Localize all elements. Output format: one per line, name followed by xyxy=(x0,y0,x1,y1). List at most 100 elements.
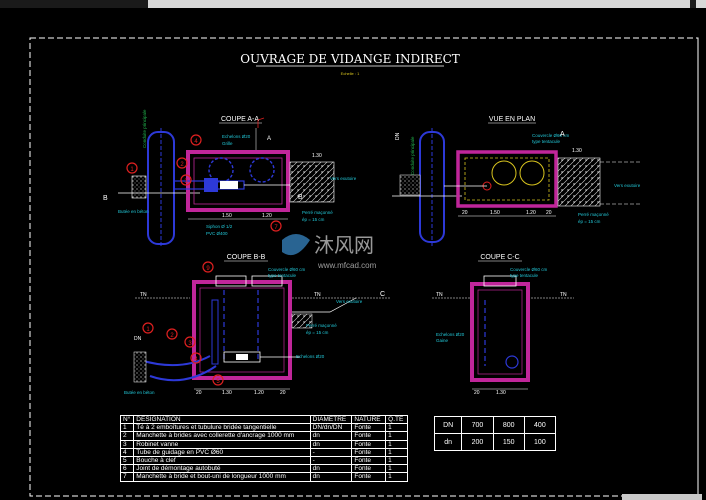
dim-20-plan: 20 xyxy=(462,210,468,216)
legend-cell: Manchette à bride et bout-uni de longueu… xyxy=(133,472,311,482)
cover-frame-bb-2 xyxy=(251,275,283,287)
marker-a-aa: A xyxy=(267,136,271,142)
dim-120-plan: 1.20 xyxy=(526,210,536,216)
label-ep-aa: ép = 15 cm xyxy=(302,217,325,222)
legend-header-designation: DESIGNATION xyxy=(133,414,311,425)
dim-130-plan: 1.30 xyxy=(572,148,582,154)
status-strip xyxy=(622,494,702,500)
label-gaine-cc: Gaine xyxy=(436,338,449,343)
cover-frame-bb-1 xyxy=(215,275,247,287)
callout-1-bb xyxy=(142,322,154,334)
dim-20c-bb: 20 xyxy=(196,390,202,396)
label-couvercle-plan: Couvercle Ø60 cm xyxy=(532,133,570,138)
callout-2-bb xyxy=(166,328,178,340)
dim-20b-plan: 20 xyxy=(546,210,552,216)
elbow-pipe-bb-2 xyxy=(149,365,217,382)
legend-cell: 1 xyxy=(119,423,135,433)
section-title-coupe-aa: COUPE A-A xyxy=(221,116,259,123)
callout-5-bb xyxy=(212,374,224,386)
legend-header-diametre: DIAMETRE xyxy=(309,414,353,425)
callout-2-aa xyxy=(176,157,188,169)
drawing-title: OUVRAGE DE VIDANGE INDIRECT xyxy=(240,52,460,66)
chamber-inner-cc xyxy=(477,289,523,375)
label-type-tentacule-cc: type tentacule xyxy=(510,273,539,278)
watermark: 沐风网 www.mfcad.com xyxy=(282,233,377,270)
elbow-pipe-bb xyxy=(139,355,211,367)
legend-cell: 1 xyxy=(385,464,408,474)
legend-cell: 3 xyxy=(119,439,135,449)
legend-cell: 7 xyxy=(119,472,135,482)
legend-cell: Tube de guidage en PVC Ø60 xyxy=(133,447,311,458)
callout-3-aa xyxy=(180,174,192,186)
callout-2-bb-label: 2 xyxy=(170,333,174,339)
valve-body-bb xyxy=(236,354,248,360)
masonry-apron-plan xyxy=(557,157,601,207)
marker-a-plan: A xyxy=(560,131,565,138)
callout-4-bb xyxy=(190,352,202,364)
dim-130c-bb: 1.30 xyxy=(222,390,232,396)
legend-cell: dn xyxy=(309,439,353,449)
label-butee-beton: Butée en béton xyxy=(118,209,149,214)
label-perre-maconne-aa: Perré maçonné xyxy=(302,210,333,215)
section-title-coupe-cc: COUPE C-C xyxy=(480,254,519,261)
callout-5-bb-label: 5 xyxy=(216,379,220,385)
callout-4-aa-label: 4 xyxy=(194,139,198,145)
legend-header-qte: Q.TE xyxy=(385,414,408,425)
label-butee-beton-bb: Butée en béton xyxy=(124,390,155,395)
cover-frame-cc xyxy=(483,275,517,287)
label-vers-exutoire-bb: Vers exutoire xyxy=(336,299,363,304)
legend-header: N° DESIGNATION DIAMETRE NATURE Q.TE xyxy=(119,414,408,425)
callout-1-aa xyxy=(126,162,138,174)
legend-cell: DN/dn/DN xyxy=(309,423,353,433)
valve-aa xyxy=(204,178,218,192)
legend-cell: Fonte xyxy=(351,431,387,441)
callout-3-bb xyxy=(184,336,196,348)
window-edge-mark xyxy=(690,0,696,8)
dn-cell: 100 xyxy=(523,433,557,451)
label-pvc-aa: PVC Ø400 xyxy=(206,231,228,236)
chamber-inner-bb xyxy=(199,287,285,373)
legend-cell: 4 xyxy=(119,447,135,458)
callout-9-bb xyxy=(202,261,214,273)
dn-cell: dn xyxy=(433,433,463,451)
chamber-wall-cc xyxy=(470,282,530,382)
callout-4-bb-label: 4 xyxy=(194,357,198,363)
callout-2-aa-label: 2 xyxy=(180,162,184,168)
manhole-cover-aa-1 xyxy=(208,157,234,183)
watermark-brand: 沐风网 xyxy=(314,233,374,257)
legend-cell: - xyxy=(309,456,353,466)
label-ep-bb: ép = 15 cm xyxy=(306,330,329,335)
label-conduite-principale-plan: Conduite principale xyxy=(410,136,415,175)
dn-cell: 400 xyxy=(523,416,557,434)
concrete-thrust-block xyxy=(131,175,147,199)
callout-leader-a xyxy=(257,117,265,128)
callout-1-aa-label: 1 xyxy=(130,167,134,173)
legend-cell: - xyxy=(309,447,353,458)
legend-cell: 6 xyxy=(119,464,135,474)
label-grille-aa: Grille xyxy=(222,141,233,146)
dim-120c-bb: 1.20 xyxy=(254,390,264,396)
label-type-tentacule-bb: type tentacule xyxy=(268,273,297,278)
cover-plan-2 xyxy=(519,160,545,186)
legend-header-nature: NATURE xyxy=(351,414,387,425)
watermark-logo-icon xyxy=(282,234,310,256)
label-echelons-aa: Echelons Ø20 xyxy=(222,134,251,139)
valve-body-aa xyxy=(220,181,238,189)
label-dn-bb: DN xyxy=(134,336,142,342)
section-title-coupe-bb: COUPE B-B xyxy=(227,254,266,261)
legend-cell: 1 xyxy=(385,431,408,441)
top-title-bar xyxy=(0,0,706,8)
dim-20e-cc: 20 xyxy=(474,390,480,396)
guide-tube-bb xyxy=(211,299,219,365)
callout-4-aa xyxy=(190,134,202,146)
label-vers-exutoire-aa: Vers exutoire xyxy=(330,176,357,181)
label-couvercle-bb: Couvercle Ø60 cm xyxy=(268,267,306,272)
